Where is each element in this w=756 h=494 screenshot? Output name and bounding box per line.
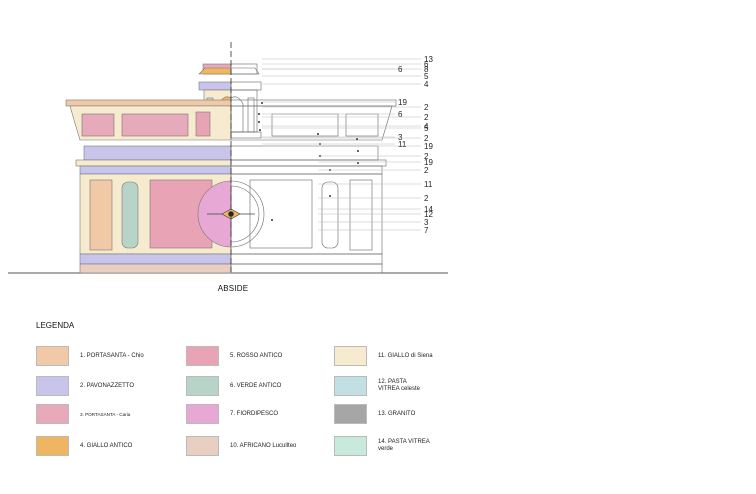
reference-label: 5 <box>424 124 429 133</box>
base-band-left <box>79 253 232 265</box>
legend-item: 5. ROSSO ANTICO <box>186 346 282 366</box>
legend-label: 6. VERDE ANTICO <box>230 382 282 389</box>
colored-half <box>65 63 232 274</box>
reference-label: 19 <box>424 142 433 151</box>
reference-label: 4 <box>424 122 429 131</box>
pilaster-inset <box>121 181 139 249</box>
legend-item: 1. PORTASANTA - Chio <box>36 346 144 366</box>
outline-half <box>230 63 397 274</box>
legend-swatch <box>36 346 69 366</box>
legend-label: 3. PORTASANTA - Caria <box>80 411 131 417</box>
lantern-roof <box>198 67 232 75</box>
reference-label: 11 <box>398 140 407 149</box>
reference-label: 3 <box>398 133 403 142</box>
reference-label: 2 <box>424 194 429 203</box>
legend-swatch <box>186 376 219 396</box>
legend-swatch <box>36 436 69 456</box>
reference-label: 11 <box>424 180 433 189</box>
legend-title: LEGENDA <box>36 321 75 330</box>
legend-item: 4. GIALLO ANTICO <box>36 436 132 456</box>
reference-label: 2 <box>424 134 429 143</box>
legend-label: 12. PASTA VITREA celeste <box>378 379 421 392</box>
reference-label: 7 <box>424 226 429 235</box>
reference-label: 6 <box>398 110 403 119</box>
reference-label: 19 <box>424 158 433 167</box>
legend-label: 14. PASTA VITREA verde <box>378 439 430 452</box>
attic-panel-2 <box>121 113 189 137</box>
legend-label: 5. ROSSO ANTICO <box>230 352 283 359</box>
legend-swatch <box>334 436 367 456</box>
lantern-base <box>198 81 232 91</box>
legend-item: 7. FIORDIPESCO <box>186 404 278 424</box>
reference-label: 2 <box>424 103 429 112</box>
band-mid <box>79 165 232 175</box>
pilaster-panel <box>89 179 113 251</box>
cornice-mid-left <box>75 159 232 167</box>
legend-item: 10. AFRICANO Lucullteo <box>186 436 296 456</box>
reference-label: 12 <box>424 210 433 219</box>
reference-label: 2 <box>424 113 429 122</box>
attic-panel-3 <box>195 111 211 137</box>
band-lavender <box>83 145 232 161</box>
reference-label: 14 <box>424 205 433 214</box>
legend-swatch <box>36 404 69 424</box>
drawing-caption: ABSIDE <box>217 284 249 293</box>
reference-label: 8 <box>424 65 429 74</box>
reference-label: 4 <box>424 80 429 89</box>
plinth-left <box>79 263 232 274</box>
legend-item: 11. GIALLO di Siena <box>334 346 433 366</box>
legend-item: 13. GRANITO <box>334 404 415 424</box>
legend-label: 11. GIALLO di Siena <box>378 352 433 359</box>
reference-label: 2 <box>424 152 429 161</box>
reference-label: 13 <box>424 55 433 64</box>
reference-label: 6 <box>398 65 403 74</box>
reference-label: 6 <box>424 60 429 69</box>
reference-label: 19 <box>398 98 407 107</box>
legend-item: 6. VERDE ANTICO <box>186 376 281 396</box>
legend-swatch <box>186 436 219 456</box>
legend-item: 12. PASTA VITREA celeste <box>334 376 420 396</box>
legend-swatch <box>334 346 367 366</box>
legend-swatch <box>186 346 219 366</box>
cornice-top-left <box>65 99 232 107</box>
legend-item: 3. PORTASANTA - Caria <box>36 404 130 424</box>
reference-label: 5 <box>424 72 429 81</box>
legend-item: 14. PASTA VITREA verde <box>334 436 430 456</box>
attic-panel-1 <box>81 113 115 137</box>
reference-dots <box>258 102 359 221</box>
legend-label: 2. PAVONAZZETTO <box>80 382 135 389</box>
legend-swatch <box>334 376 367 396</box>
legend-item: 2. PAVONAZZETTO <box>36 376 134 396</box>
legend-label: 4. GIALLO ANTICO <box>80 442 133 449</box>
legend-label: 10. AFRICANO Lucullteo <box>230 442 297 449</box>
legend-swatch <box>36 376 69 396</box>
legend-label: 13. GRANITO <box>378 410 416 417</box>
legend-swatch <box>334 404 367 424</box>
legend-label: 7. FIORDIPESCO <box>230 410 279 417</box>
reference-label: 2 <box>424 166 429 175</box>
legend-swatch <box>186 404 219 424</box>
legend-label: 1. PORTASANTA - Chio <box>80 352 144 359</box>
reference-label: 3 <box>424 218 429 227</box>
